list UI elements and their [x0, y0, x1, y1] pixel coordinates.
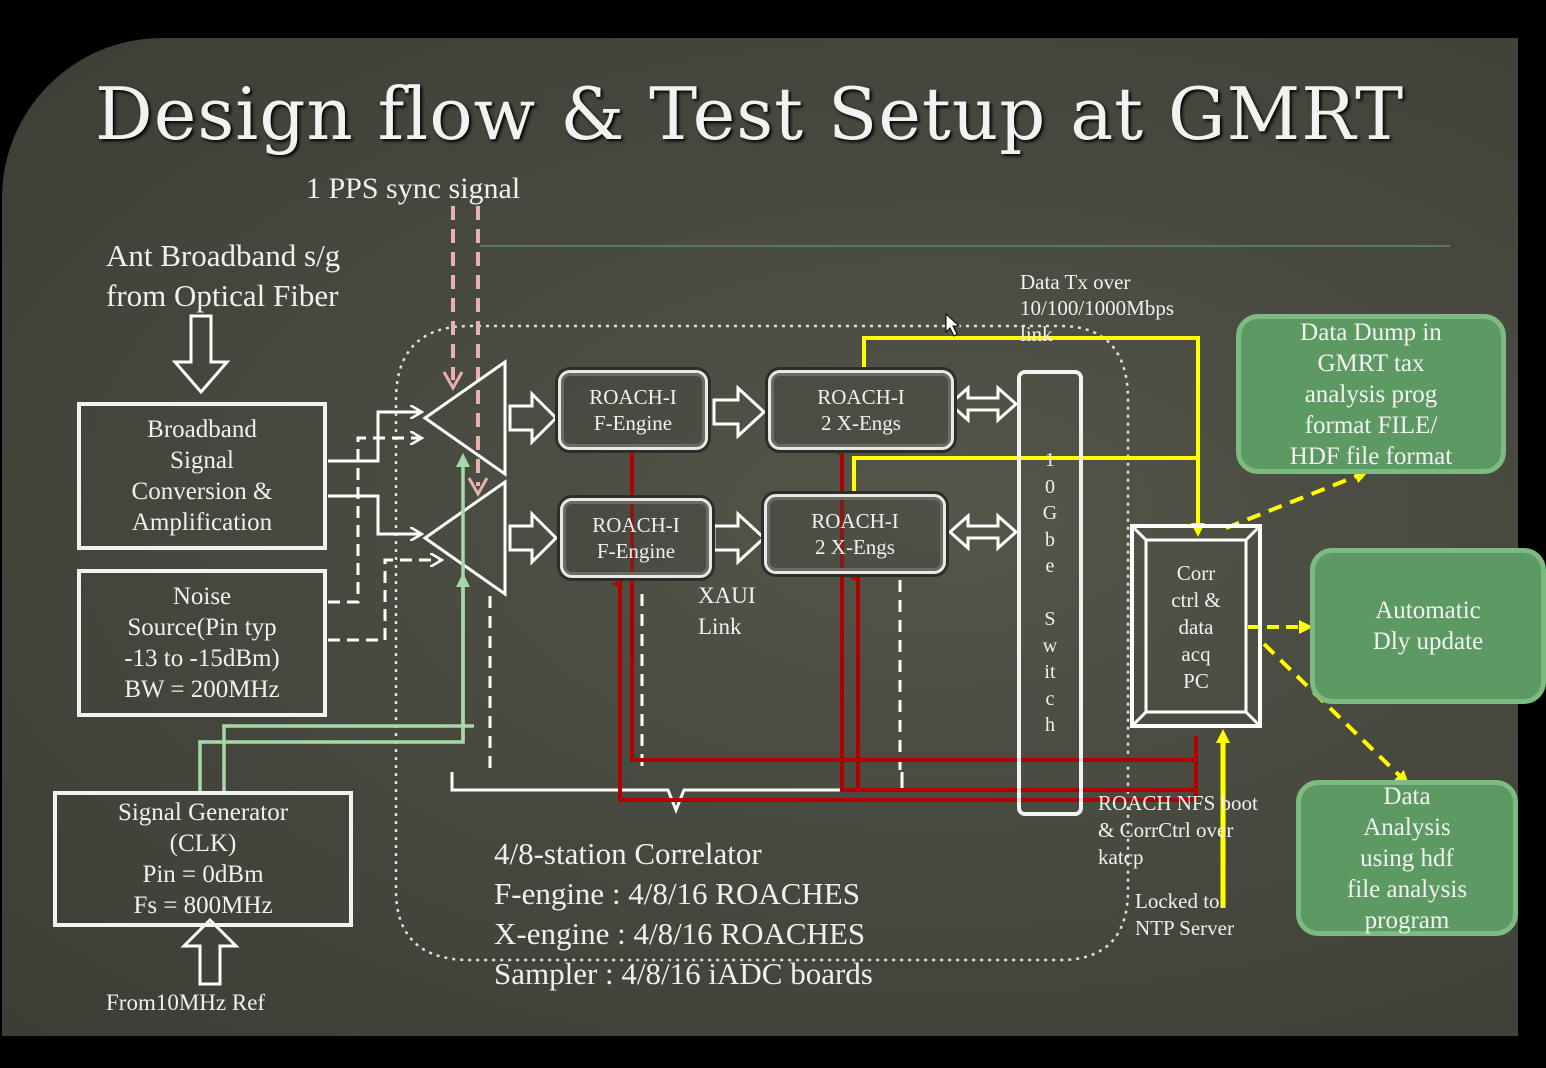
data-analysis-box: Data Analysis using hdf file analysis pr… [1296, 780, 1518, 936]
data-tx-line3: link [1020, 322, 1053, 346]
slide-title: Design flow & Test Setup at GMRT [95, 72, 1405, 156]
amplifier-2 [422, 479, 507, 597]
corr-pc-label: Corr ctrl & data acq PC [1171, 561, 1221, 693]
ref-up-arrow [180, 917, 240, 986]
amplifier-1 [422, 359, 507, 477]
correlator-line4: Sampler : 4/8/16 iADC boards [494, 956, 873, 991]
pc-outer-frame [1130, 524, 1262, 728]
xaui-label: XAUI Link [698, 583, 756, 639]
correlator-brace [450, 772, 904, 815]
data-tx-line1: Data Tx over [1020, 270, 1131, 294]
dly-update-box: Automatic Dly update [1310, 548, 1546, 704]
roach-f-engine-1: ROACH-I F-Engine [558, 370, 708, 450]
broadband-box: Broadband Signal Conversion & Amplificat… [77, 402, 327, 550]
roach-x-engine-2: ROACH-I 2 X-Engs [764, 494, 946, 574]
data-tx-line2: 10/100/1000Mbps [1020, 296, 1175, 320]
ant-label-line2: from Optical Fiber [106, 278, 339, 313]
roach-x-engine-1: ROACH-I 2 X-Engs [768, 370, 954, 450]
ten-gbe-switch: 1 0 G b e S w it c h [1017, 370, 1083, 816]
signal-generator-box: Signal Generator (CLK) Pin = 0dBm Fs = 8… [53, 791, 353, 927]
roach-nfs-label: ROACH NFS boot & CorrCtrl over katcp [1098, 791, 1258, 869]
correlator-line2: F-engine : 4/8/16 ROACHES [494, 876, 860, 911]
data-dump-box: Data Dump in GMRT tax analysis prog form… [1236, 314, 1506, 474]
slide-background [2, 38, 1518, 1036]
correlator-boundary [394, 324, 1130, 962]
roach-f-engine-2: ROACH-I F-Engine [560, 498, 712, 578]
correlator-line3: X-engine : 4/8/16 ROACHES [494, 916, 866, 951]
ref-label: From10MHz Ref [106, 990, 266, 1015]
cursor-icon [945, 312, 961, 337]
ant-down-arrow [171, 314, 231, 395]
pps-label: 1 PPS sync signal [306, 172, 521, 205]
ant-label-line1: Ant Broadband s/g [106, 238, 341, 273]
ntp-label: Locked to NTP Server [1135, 889, 1234, 940]
correlator-line1: 4/8-station Correlator [494, 836, 762, 871]
noise-source-box: Noise Source(Pin typ -13 to -15dBm) BW =… [77, 569, 327, 717]
